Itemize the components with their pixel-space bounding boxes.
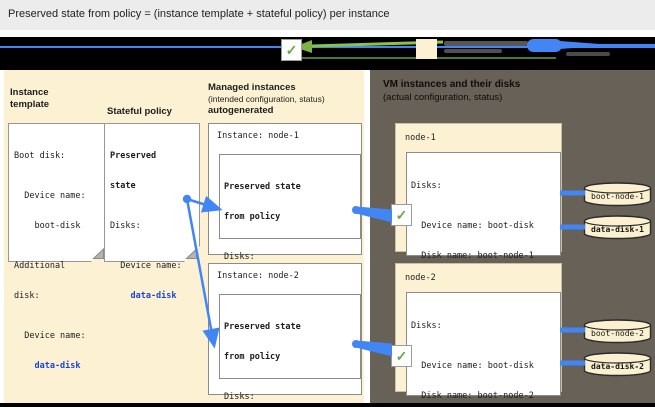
vm-node-1: node-1 Disks: Device name: boot-disk Dis… — [395, 123, 562, 331]
device-name-label: Device name: — [411, 221, 488, 231]
disk-cylinder-icon — [583, 319, 652, 344]
instance-title: Instance: node-2 — [217, 271, 299, 281]
device-name-label: Device name: — [110, 261, 182, 271]
folded-corner-icon — [91, 246, 107, 262]
disks-label: Disks: — [110, 221, 141, 231]
disk-name-value: boot-node-2 — [477, 391, 534, 401]
legend-graphics — [0, 39, 655, 59]
boot-device-line: Device name: boot-disk — [411, 361, 556, 371]
preserved-state-title: Preserved state — [224, 182, 301, 192]
boot-disk-line: Disk name: boot-node-2 — [411, 391, 556, 401]
disk-cylinder-icon — [583, 182, 652, 207]
legend-check-box: ✓ — [281, 39, 302, 61]
disk-name-label: Disk name: — [411, 251, 478, 261]
preserved-state-title: Preserved — [110, 151, 157, 161]
managed-instances-heading-2: autogenerated — [208, 104, 274, 116]
node-2-applied-check-box: ✓ — [391, 345, 412, 367]
legend-bar: ✓ — [0, 37, 655, 70]
preserved-state-title-2: from policy — [224, 212, 281, 222]
disk-label: boot-node-1 — [591, 192, 644, 201]
managed-instance-node-2: Instance: node-2 Preserved state from po… — [208, 263, 362, 402]
disk-cylinder-boot-node-1: boot-node-1 — [583, 181, 652, 212]
instance-template-heading: Instance template — [10, 87, 50, 110]
node-disks-box: Disks: Device name: boot-disk Disk name:… — [406, 152, 561, 331]
disk-label: boot-node-2 — [591, 329, 644, 338]
folded-corner-icon — [184, 246, 200, 262]
additional-disk-label: Additional — [14, 261, 66, 271]
device-name-label: Device name: — [411, 361, 488, 371]
vm-panel-subheading: (actual configuration, status) — [383, 92, 503, 103]
stateful-policy-heading: Stateful policy — [107, 106, 172, 117]
boot-disk-value: boot-disk — [14, 221, 81, 231]
preserved-state-title-2: state — [110, 181, 136, 191]
device-name-label: Device name: — [14, 191, 86, 201]
vm-panel-heading: VM instances and their disks — [383, 79, 521, 90]
disk-name-label: Disk name: — [411, 391, 478, 401]
node-disks-box: Disks: Device name: boot-disk Disk name:… — [406, 292, 561, 401]
additional-disk-label-2: disk: — [14, 291, 40, 301]
device-name-value: boot-disk — [487, 221, 534, 231]
managed-instances-subheading: (intended configuration, status) — [208, 93, 325, 104]
disk-label: data-disk-2 — [591, 362, 644, 371]
preserved-state-box: Preserved state from policy Disks: Devic… — [219, 154, 361, 322]
disk-cylinder-boot-node-2: boot-node-2 — [583, 318, 652, 349]
disks-label: Disks: — [411, 181, 442, 191]
vm-node-2: node-2 Disks: Device name: boot-disk Dis… — [395, 263, 562, 401]
preserved-state-title: Preserved state — [224, 322, 301, 332]
managed-instances-heading-block: Managed instances (intended configuratio… — [208, 82, 360, 116]
node-title: node-2 — [405, 273, 436, 283]
data-disk-value: data-disk — [110, 291, 177, 301]
bottom-bar — [0, 403, 655, 407]
disk-label: data-disk-1 — [591, 225, 644, 234]
disks-label: Disks: — [224, 252, 255, 262]
disks-label: Disks: — [224, 392, 255, 402]
disks-label: Disks: — [411, 321, 442, 331]
boot-device-line: Device name: boot-disk — [411, 221, 556, 231]
title-bar: Preserved state from policy = (instance … — [0, 0, 655, 30]
device-name-value: boot-disk — [487, 361, 534, 371]
node-title: node-1 — [405, 133, 436, 143]
instance-title: Instance: node-1 — [217, 131, 299, 141]
boot-disk-line: Disk name: boot-node-1 — [411, 251, 556, 261]
check-icon: ✓ — [395, 207, 408, 223]
boot-disk-label: Boot disk: — [14, 151, 66, 161]
disk-cylinder-icon — [583, 352, 652, 377]
legend-blue-taper — [560, 41, 613, 49]
stateful-policy-doc: Preserved state Disks: Device name: data… — [104, 123, 200, 301]
data-disk-value: data-disk — [14, 361, 81, 371]
legend-disk-pill — [527, 39, 562, 52]
node-1-applied-check-box: ✓ — [391, 204, 412, 226]
check-icon: ✓ — [395, 348, 408, 364]
preserved-state-title-2: from policy — [224, 352, 281, 362]
managed-instances-heading: Managed instances — [208, 82, 296, 93]
disk-cylinder-data-disk-2: data-disk-2 — [583, 351, 652, 382]
disk-name-value: boot-node-1 — [477, 251, 534, 261]
page-title: Preserved state from policy = (instance … — [8, 8, 390, 20]
check-icon: ✓ — [285, 42, 298, 58]
instance-template-doc: Boot disk: Device name: boot-disk Additi… — [8, 123, 107, 371]
disk-cylinder-data-disk-1: data-disk-1 — [583, 214, 652, 245]
managed-instance-node-1: Instance: node-1 Preserved state from po… — [208, 123, 362, 322]
preserved-state-box: Preserved state from policy Disks: Devic… — [219, 294, 361, 402]
legend-text-blob-1 — [444, 41, 528, 46]
legend-text-blob-2 — [444, 49, 502, 53]
device-name-label-2: Device name: — [14, 331, 86, 341]
disk-cylinder-icon — [583, 215, 652, 240]
legend-cream-square — [416, 39, 437, 59]
legend-text-blob-3 — [566, 52, 610, 56]
